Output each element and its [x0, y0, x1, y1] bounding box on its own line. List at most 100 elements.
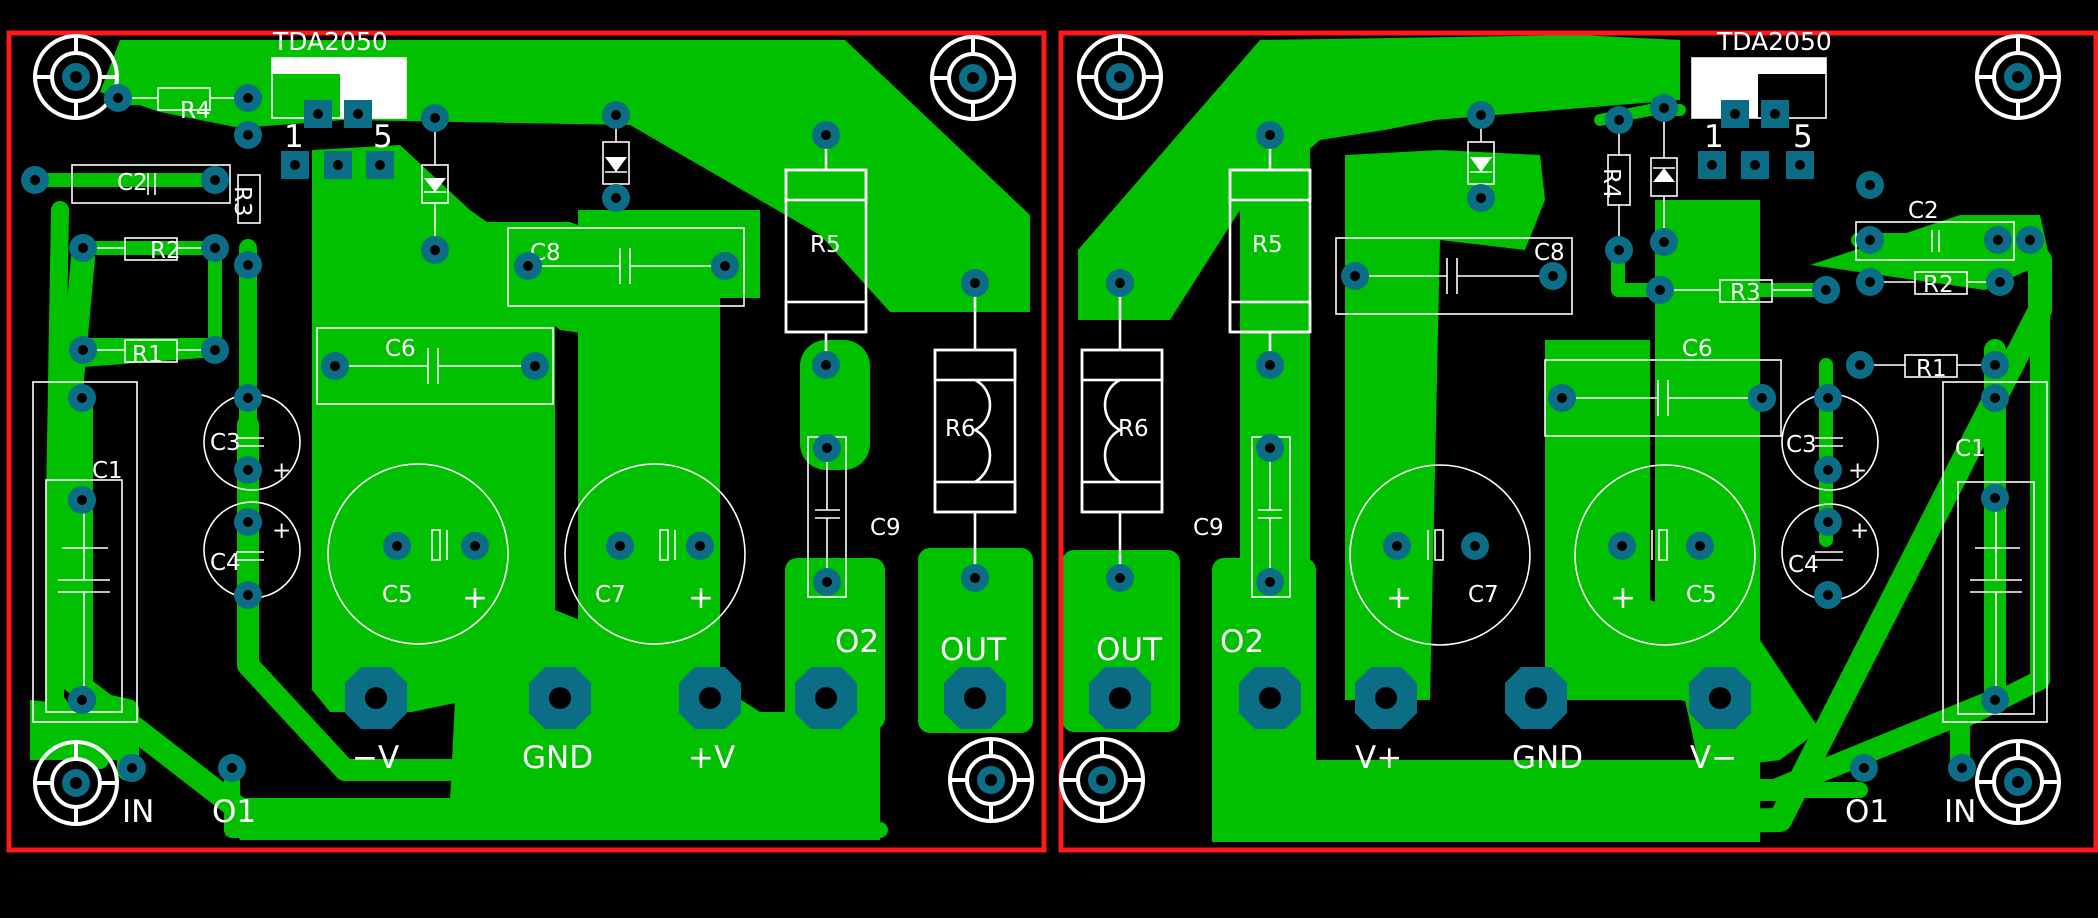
capacitor-c7-right: C7 + [1349, 464, 1531, 646]
c5-plus: + [1610, 580, 1636, 616]
r4-label: R4 [180, 98, 211, 124]
capacitor-c6-right: C6 [1544, 336, 1782, 437]
terminal-vneg: V− [1690, 740, 1737, 776]
capacitor-c3-left: C3 + [203, 384, 301, 491]
ic-label: TDA2050 [1716, 27, 1832, 56]
capacitor-c9-right: C9 [1193, 434, 1291, 598]
resistor-r4-left: R4 [104, 84, 262, 124]
c5-label: C5 [382, 582, 413, 608]
ic-tda2050-right: TDA2050 1 5 [1691, 27, 1832, 179]
capacitor-c2-right: C2 [1855, 171, 2044, 261]
resistor-r5-left: R5 [784, 121, 868, 379]
ic-label: TDA2050 [272, 27, 388, 56]
c1-label: C1 [92, 458, 123, 484]
c7-label: C7 [595, 582, 626, 608]
right-amplifier-board: TDA2050 1 5 R4 R3 [1058, 27, 2098, 853]
r2-label: R2 [150, 238, 181, 264]
c3-label: C3 [1786, 432, 1817, 458]
terminal-o2: O2 [835, 624, 879, 660]
mounting-hole [1059, 737, 1145, 823]
c4-label: C4 [210, 550, 241, 576]
resistor-r2-left: R2 [69, 234, 229, 264]
pin-1-label: 1 [284, 119, 304, 155]
capacitor-c3-right: C3 + [1781, 384, 1879, 491]
resistor-r1-left: R1 [69, 336, 229, 368]
c5-plus: + [462, 580, 488, 616]
r3-label: R3 [229, 186, 255, 217]
resistor-r4-right: R4 [1598, 106, 1633, 264]
terminal-o2: O2 [1220, 624, 1264, 660]
capacitor-c1-left: C1 [32, 381, 138, 723]
c3-label: C3 [210, 430, 241, 456]
terminal-vneg: −V [352, 740, 399, 776]
c3-plus: + [272, 458, 291, 484]
resistor-r1-right: R1 [1846, 351, 2009, 382]
c7-label: C7 [1468, 582, 1499, 608]
r2-label: R2 [1923, 272, 1954, 298]
r6-label: R6 [1118, 416, 1149, 442]
c6-label: C6 [1682, 336, 1713, 362]
r3-label: R3 [1730, 280, 1761, 306]
terminal-in: IN [1944, 794, 1976, 830]
resistor-r3-right: R3 [1646, 276, 1840, 306]
c4-label: C4 [1788, 552, 1819, 578]
c1-label: C1 [1955, 436, 1986, 462]
terminal-in: IN [122, 794, 154, 830]
capacitor-c8-left: C8 [507, 227, 745, 307]
terminal-vpos: V+ [1355, 740, 1402, 776]
pin-1-label: 1 [1704, 119, 1724, 155]
resistor-r6-left: R6 [933, 269, 1017, 592]
resistor-r5-right: R5 [1228, 121, 1312, 379]
resistor-r3-left: R3 [229, 121, 262, 279]
capacitor-c5-left: C5 + [327, 463, 509, 645]
copper-pours-left [30, 40, 1033, 840]
capacitor-c7-left: C7 + [564, 463, 746, 645]
r6-label: R6 [945, 416, 976, 442]
terminal-out: OUT [940, 632, 1007, 668]
capacitor-c4-left: C4 + [203, 501, 301, 609]
capacitor-c6-left: C6 [316, 327, 554, 405]
c4-plus: + [1850, 518, 1869, 544]
c2-label: C2 [1908, 198, 1939, 224]
c8-label: C8 [1534, 240, 1565, 266]
c3-plus: + [1848, 458, 1867, 484]
c9-label: C9 [1193, 515, 1224, 541]
r1-label: R1 [1916, 356, 1947, 382]
mounting-hole [33, 34, 119, 120]
r5-label: R5 [1252, 232, 1283, 258]
diode-left-1 [421, 104, 449, 264]
capacitor-c9-left: C9 [807, 434, 901, 598]
terminal-o1: O1 [1845, 794, 1889, 830]
c7-plus: + [1386, 580, 1412, 616]
r1-label: R1 [132, 342, 163, 368]
left-amplifier-board: TDA2050 1 5 R4 C2 R3 R2 [6, 27, 1047, 853]
c7-plus: + [688, 580, 714, 616]
terminal-vpos: +V [688, 740, 735, 776]
resistor-r6-right: R6 [1080, 269, 1164, 592]
mounting-hole [33, 740, 119, 826]
terminal-o1: O1 [212, 794, 256, 830]
pin-5-label: 5 [1793, 119, 1813, 155]
capacitor-c4-right: C4 + [1781, 503, 1879, 609]
terminal-gnd: GND [1512, 740, 1583, 776]
terminal-labels-right: OUT O2 V+ GND V− O1 IN [1096, 624, 1976, 830]
c2-label: C2 [117, 170, 148, 196]
ic-tda2050-left: TDA2050 1 5 [271, 27, 407, 179]
terminal-labels-left: −V GND +V O2 OUT IN O1 [122, 624, 1007, 830]
capacitor-c2-left: C2 [21, 164, 231, 204]
capacitor-c8-right: C8 [1335, 237, 1573, 315]
resistor-r2-right: R2 [1856, 268, 2014, 298]
mounting-hole [1077, 34, 1163, 120]
capacitor-c5-right: C5 + [1574, 464, 1756, 646]
mounting-hole [1975, 34, 2061, 120]
diode-right-1 [1467, 101, 1495, 212]
r5-label: R5 [810, 232, 841, 258]
capacitor-c1-right: C1 [1942, 381, 2048, 723]
diode-right-2 [1650, 94, 1678, 256]
c5-label: C5 [1686, 582, 1717, 608]
mounting-hole [948, 737, 1034, 823]
mounting-hole [1975, 739, 2061, 825]
c6-label: C6 [385, 336, 416, 362]
board-outline-left [6, 30, 1047, 853]
